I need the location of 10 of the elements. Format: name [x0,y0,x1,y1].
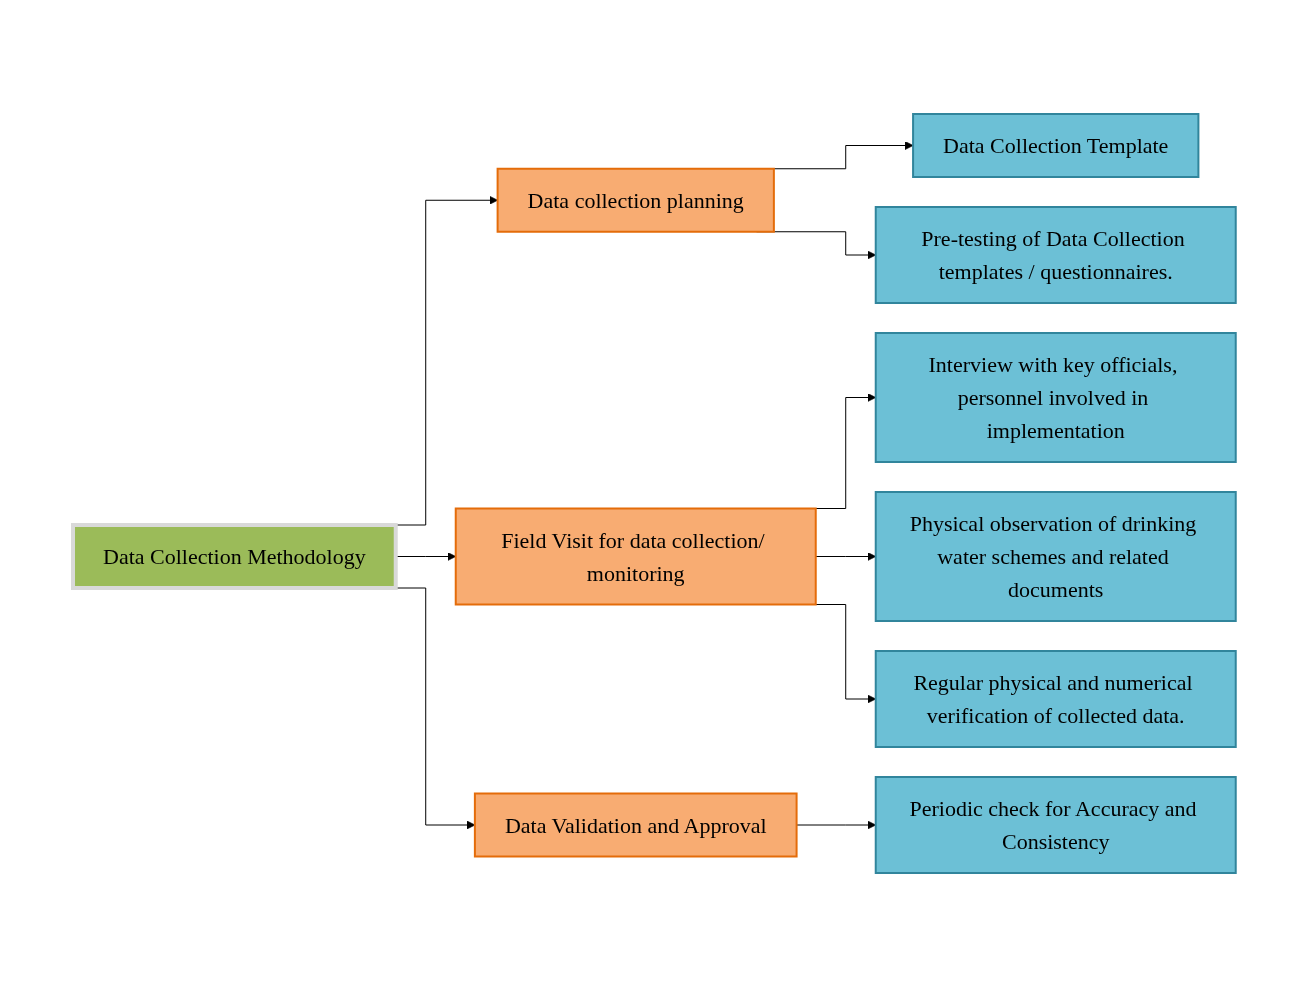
node-box: Regular physical and numerical verification of collected data. [874,650,1237,748]
node-box: Data Validation and Approval [474,792,798,858]
node-box: Data collection planning [496,167,775,233]
node-box: Data Collection Methodology [71,523,398,590]
node-box: Physical observation of drinking water schemes and related documents [874,491,1237,622]
node-box: Field Visit for data collection/ monitoring [454,507,817,606]
node-box: Data Collection Template [912,113,1200,178]
node-box: Periodic check for Accuracy and Consistency [874,776,1237,874]
node-box: Interview with key officials, personnel involved in implementation [874,332,1237,463]
node-box: Pre-testing of Data Collection templates / questionnaires. [874,206,1237,304]
